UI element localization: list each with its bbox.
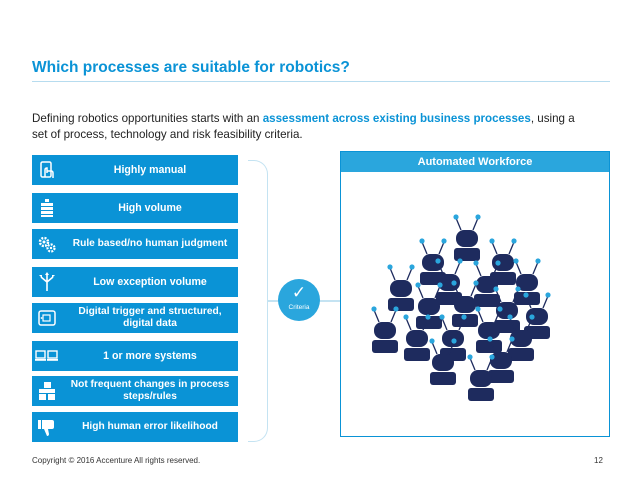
criterion-label: High volume: [62, 193, 238, 223]
robot-figure: [453, 214, 481, 261]
criterion-label: Not frequent changes in process steps/ru…: [62, 376, 238, 406]
robot-figure: [451, 280, 479, 327]
computers-icon: [32, 341, 62, 371]
criterion-label: Digital trigger and structured, digital …: [62, 303, 238, 333]
robot-figure: [473, 260, 501, 307]
criterion-human-error: High human error likelihood: [32, 412, 238, 442]
title-divider: [32, 81, 610, 82]
gears-icon: [32, 229, 62, 259]
robot-figure: [467, 354, 495, 401]
robot-figure: [493, 286, 521, 333]
copyright-footer: Copyright © 2016 Accenture All rights re…: [32, 456, 201, 465]
criterion-systems: 1 or more systems: [32, 341, 238, 371]
criterion-digital-trigger: Digital trigger and structured, digital …: [32, 303, 238, 333]
criteria-bracket: [248, 160, 268, 442]
criterion-rule-based: Rule based/no human judgment: [32, 229, 238, 259]
intro-text: Defining robotics opportunities starts w…: [32, 111, 592, 143]
robot-figure: [487, 336, 515, 383]
robot-group-illustration: [371, 214, 551, 401]
document-stack-icon: [32, 376, 62, 406]
robot-figure: [415, 282, 443, 329]
robot-figure: [371, 306, 399, 353]
criterion-highly-manual: Highly manual: [32, 155, 238, 185]
thumbs-down-icon: [32, 412, 62, 442]
branch-arrows-icon: [32, 267, 62, 297]
check-icon: ✓: [291, 283, 307, 302]
criterion-low-exception: Low exception volume: [32, 267, 238, 297]
criterion-label: Highly manual: [62, 155, 238, 185]
criterion-not-frequent-changes: Not frequent changes in process steps/ru…: [32, 376, 238, 406]
robot-figure: [475, 306, 503, 353]
page-number: 12: [594, 456, 603, 465]
intro-highlight: assessment across existing business proc…: [262, 112, 531, 125]
robot-figure: [429, 338, 457, 385]
hand-touch-icon: [32, 155, 62, 185]
criterion-high-volume: High volume: [32, 193, 238, 223]
criterion-label: High human error likelihood: [62, 412, 238, 442]
workforce-title: Automated Workforce: [341, 152, 609, 172]
robot-figure: [387, 264, 415, 311]
criterion-label: 1 or more systems: [62, 341, 238, 371]
robot-figure: [403, 314, 431, 361]
intro-part2: , using a set of process, technology and…: [32, 112, 575, 141]
robot-figure: [507, 314, 535, 361]
tablet-icon: [32, 303, 62, 333]
stacked-blocks-icon: [32, 193, 62, 223]
criteria-badge-label: Criteria: [288, 304, 310, 311]
slide-title: Which processes are suitable for robotic…: [32, 59, 350, 76]
intro-part1: Defining robotics opportunities starts w…: [32, 112, 263, 125]
criteria-badge: ✓ Criteria: [278, 279, 320, 321]
criterion-label: Rule based/no human judgment: [62, 229, 238, 259]
automated-workforce-panel: Automated Workforce: [340, 151, 610, 437]
criterion-label: Low exception volume: [62, 267, 238, 297]
